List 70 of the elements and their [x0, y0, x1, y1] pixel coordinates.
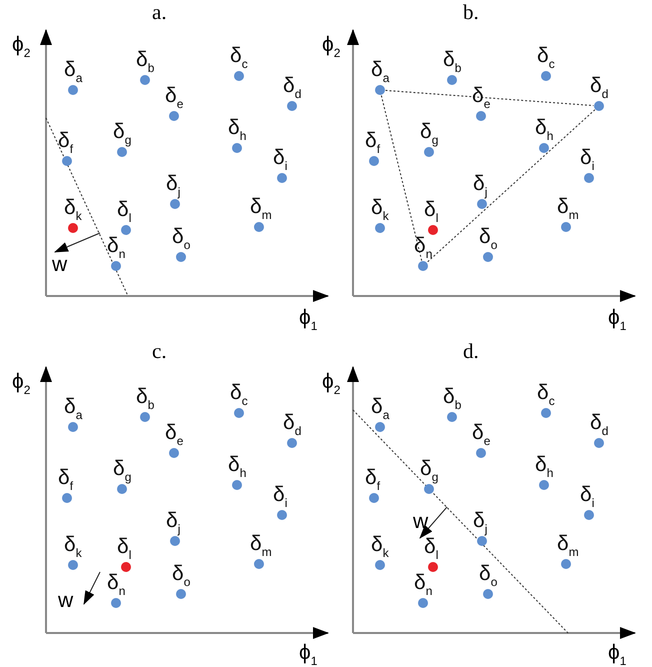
- point-label: δ$_{f}$: [58, 130, 74, 152]
- vector-label: w: [52, 254, 68, 276]
- panel-title: c.: [152, 340, 167, 362]
- dashed-line: [384, 90, 594, 106]
- point-label: δ$_{e}$: [165, 422, 184, 444]
- point-label: δ$_{h}$: [228, 117, 246, 139]
- point-label: δ$_{e}$: [472, 422, 490, 444]
- axis-label: ϕ$_{1}$: [608, 307, 626, 329]
- point-label: δ$_{m}$: [250, 533, 272, 555]
- vector-label: w: [58, 590, 74, 612]
- axis-label: ϕ$_{1}$: [299, 642, 318, 664]
- point-label: δ$_{l}$: [117, 536, 132, 558]
- axis-label: ϕ$_{2}$: [322, 371, 340, 393]
- point-label: δ$_{n}$: [414, 572, 432, 594]
- point-label: δ$_{d}$: [283, 75, 302, 97]
- point-label: δ$_{c}$: [230, 45, 248, 67]
- point-label: δ$_{o}$: [479, 563, 498, 585]
- point-label: δ$_{d}$: [590, 412, 608, 434]
- axis-label: ϕ$_{1}$: [299, 307, 318, 329]
- point-label: δ$_{o}$: [172, 563, 190, 585]
- point-label: δ$_{o}$: [479, 226, 498, 248]
- axis-label: ϕ$_{1}$: [608, 642, 626, 664]
- point-label: δ$_{n}$: [107, 235, 126, 257]
- point-label: δ$_{f}$: [365, 130, 380, 152]
- panel-title: d.: [463, 340, 479, 362]
- point-label: δ$_{h}$: [535, 454, 554, 476]
- point-label: δ$_{a}$: [371, 59, 390, 81]
- point-label: δ$_{m}$: [557, 533, 579, 555]
- point-label: δ$_{m}$: [250, 196, 272, 218]
- dashed-line: [426, 109, 596, 263]
- point-label: δ$_{b}$: [443, 49, 462, 71]
- point-label: δ$_{k}$: [371, 534, 389, 556]
- panel-title: b.: [463, 1, 479, 23]
- point-label: δ$_{a}$: [64, 59, 82, 81]
- point-label: δ$_{a}$: [64, 396, 82, 418]
- point-label: δ$_{d}$: [283, 412, 302, 434]
- dashed-line: [380, 94, 422, 262]
- point-label: δ$_{h}$: [535, 117, 554, 139]
- point-label: δ$_{b}$: [443, 386, 462, 408]
- point-label: δ$_{f}$: [365, 467, 380, 489]
- point-label: δ$_{f}$: [58, 467, 74, 489]
- point-label: δ$_{b}$: [136, 386, 154, 408]
- point-label: δ$_{k}$: [64, 197, 82, 219]
- point-label: δ$_{n}$: [414, 235, 432, 257]
- point-label: δ$_{l}$: [424, 199, 438, 221]
- axis-label: ϕ$_{2}$: [12, 34, 30, 56]
- point-label: δ$_{b}$: [136, 49, 154, 71]
- point-label: δ$_{n}$: [107, 572, 126, 594]
- point-label: δ$_{i}$: [273, 147, 288, 169]
- point-label: δ$_{l}$: [117, 199, 132, 221]
- axis-label: ϕ$_{2}$: [12, 371, 30, 393]
- point-label: δ$_{c}$: [230, 382, 248, 404]
- point-label: δ$_{m}$: [557, 196, 579, 218]
- point-label: δ$_{c}$: [537, 45, 555, 67]
- point-label: δ$_{d}$: [590, 75, 608, 97]
- point-label: δ$_{a}$: [371, 396, 390, 418]
- point-label: δ$_{e}$: [472, 85, 490, 107]
- point-label: δ$_{k}$: [64, 534, 82, 556]
- point-label: δ$_{i}$: [273, 484, 288, 506]
- panel-title: a.: [152, 1, 167, 23]
- axis-label: ϕ$_{2}$: [322, 34, 340, 56]
- point-label: δ$_{o}$: [172, 226, 190, 248]
- point-label: δ$_{h}$: [228, 454, 246, 476]
- point-label: δ$_{i}$: [580, 147, 594, 169]
- point-label: δ$_{e}$: [165, 85, 184, 107]
- point-label: δ$_{l}$: [424, 536, 438, 558]
- point-label: δ$_{i}$: [580, 484, 594, 506]
- point-label: δ$_{k}$: [371, 197, 389, 219]
- vector-label: w: [413, 511, 428, 533]
- point-label: δ$_{c}$: [537, 382, 555, 404]
